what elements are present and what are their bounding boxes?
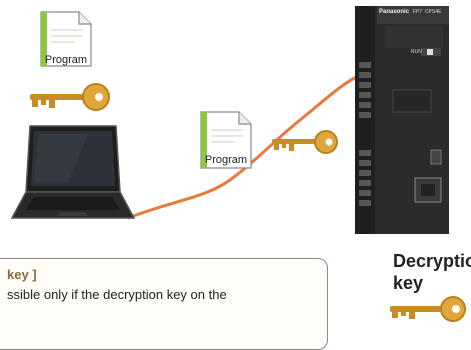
plc-controller: Panasonic FP7 CPS4E RUN <box>345 0 455 238</box>
laptop-icon <box>10 125 136 219</box>
document-icon <box>200 111 252 169</box>
top-program-document: Program <box>35 10 97 68</box>
transfer-program-document: Program <box>195 110 257 170</box>
document-icon <box>40 11 92 67</box>
decryption-key-label-line1: Decryption <box>393 251 471 271</box>
plc-model: FP7 CPS4E <box>413 9 442 15</box>
top-document-label: Program <box>44 54 88 66</box>
plc-controller-icon <box>355 6 449 234</box>
note-heading: key ] <box>7 267 37 282</box>
note-box: key ] ssible only if the decryption key … <box>0 258 328 350</box>
connection-cables <box>127 73 361 220</box>
decryption-key-label-line2: key <box>393 273 424 293</box>
laptop-to-plc-cable <box>127 73 361 220</box>
decryption-key-label: Decryption key <box>393 250 471 294</box>
transfer-document-label: Program <box>204 154 248 166</box>
plc-switch-label: RUN <box>411 49 422 55</box>
key-icon <box>272 130 338 154</box>
key-icon <box>30 83 110 111</box>
key-icon <box>390 296 466 322</box>
plc-brand: Panasonic <box>379 9 410 15</box>
note-body: ssible only if the decryption key on the <box>7 287 227 302</box>
